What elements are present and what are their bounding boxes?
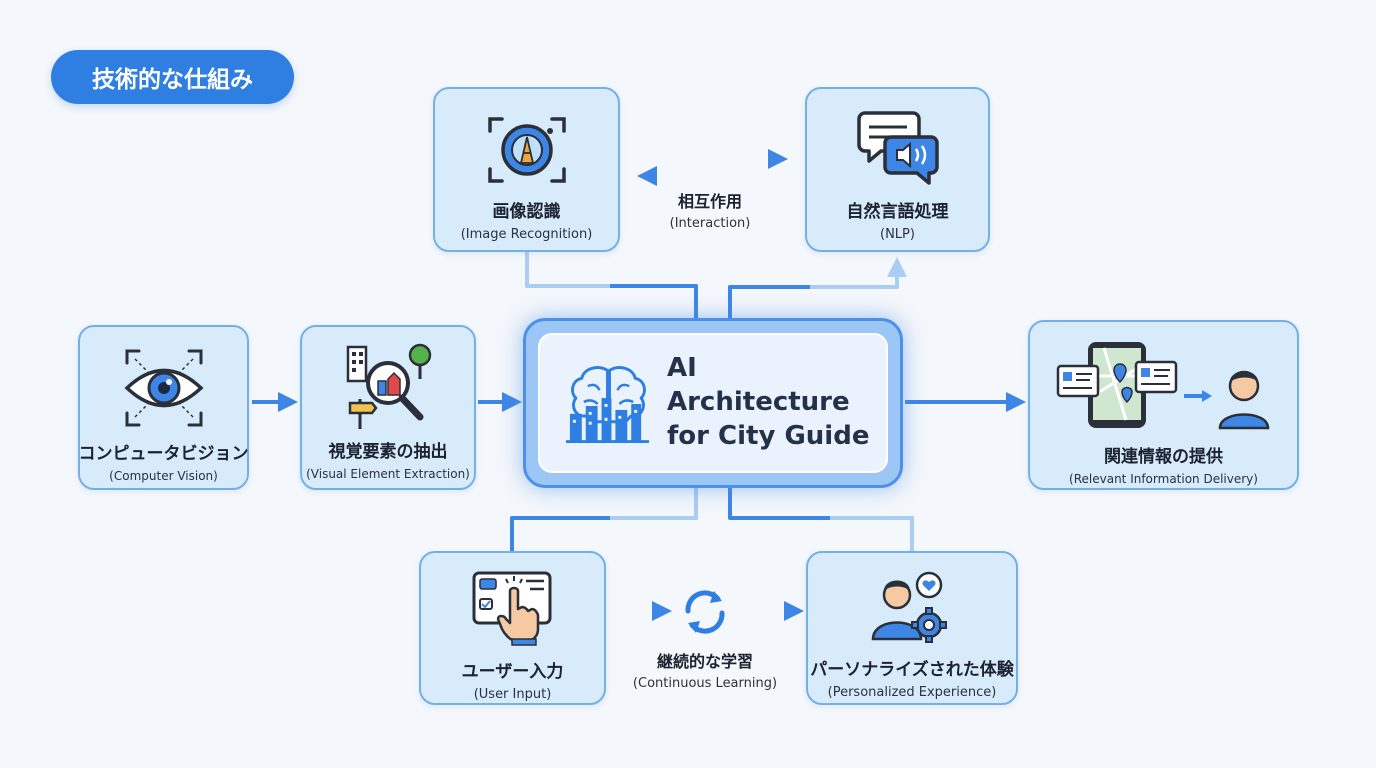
learning-label-en: (Continuous Learning) [632,676,778,691]
user-gear-heart-icon [871,571,947,643]
node-image-recognition[interactable]: 画像認識 (Image Recognition) [433,87,620,252]
node-title-ja: ユーザー入力 [461,662,564,682]
node-visual-extraction[interactable]: 視覚要素の抽出 (Visual Element Extraction) [300,325,476,490]
node-title-en: (Visual Element Extraction) [306,467,470,481]
eye-scan-icon [123,349,204,427]
interaction-label: 相互作用 (Interaction) [650,188,770,231]
node-nlp[interactable]: 自然言語処理 (NLP) [805,87,990,252]
interaction-label-ja: 相互作用 [677,192,742,211]
brain-city-icon [565,366,650,444]
phone-map-user-icon [1056,342,1269,430]
node-personalized[interactable]: パーソナライズされた体験 (Personalized Experience) [806,551,1018,705]
center-title: AI Architecture for City Guide [667,352,886,453]
node-title-ja: 関連情報の提供 [1104,447,1223,467]
node-title-ja: 画像認識 [492,202,561,222]
node-computer-vision[interactable]: コンピュータビジョン (Computer Vision) [78,325,249,490]
node-title-en: (Image Recognition) [460,227,593,242]
center-title-line1: AI Architecture [666,353,850,418]
node-title-ja: 視覚要素の抽出 [328,442,448,462]
center-title-line2: for City Guide [666,420,870,451]
learning-label-ja: 継続的な学習 [656,652,753,671]
node-title-ja: コンピュータビジョン [78,444,249,464]
node-user-input[interactable]: ユーザー入力 (User Input) [419,551,606,705]
city-magnifier-icon [346,343,432,429]
node-title-en: (NLP) [880,227,915,242]
interaction-label-en: (Interaction) [669,216,751,231]
center-hub[interactable]: AI Architecture for City Guide [538,333,888,473]
node-title-en: (Personalized Experience) [827,685,997,700]
refresh-cycle-icon [685,590,725,634]
touch-screen-hand-icon [472,571,551,646]
node-title-en: (Relevant Information Delivery) [1069,472,1258,486]
node-info-delivery[interactable]: 関連情報の提供 (Relevant Information Delivery) [1028,320,1299,490]
chat-bubbles-speaker-icon [856,111,939,185]
node-title-en: (Computer Vision) [109,469,218,483]
learning-label: 継続的な学習 (Continuous Learning) [620,648,790,691]
section-badge: 技術的な仕組み [51,50,294,104]
node-title-ja: 自然言語処理 [846,202,949,222]
connector-center-nlp [728,257,907,318]
camera-focus-tower-icon [487,117,566,183]
node-title-en: (User Input) [473,687,552,702]
node-title-ja: パーソナライズされた体験 [810,660,1014,680]
